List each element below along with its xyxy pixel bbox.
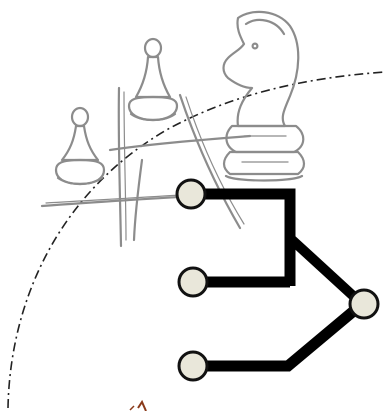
node-bottom	[177, 350, 209, 382]
connector-top-to-spine	[192, 188, 296, 286]
connector-spine-to-right	[286, 234, 366, 308]
connectors	[192, 188, 366, 372]
grid-vertical-line	[123, 91, 127, 241]
grid-diagonal-line	[178, 93, 242, 230]
grid-vertical-line	[132, 158, 144, 242]
accent-mark	[129, 399, 147, 412]
grid-horizontal-line	[108, 134, 252, 152]
dash-dot-arc	[7, 71, 385, 409]
nodes	[175, 178, 380, 382]
sketch-grid	[40, 86, 252, 248]
node-middle	[177, 266, 209, 298]
pawn-icon	[127, 37, 179, 122]
node-right	[348, 288, 380, 320]
pawn-icon	[54, 106, 106, 186]
grid-vertical-line	[117, 86, 123, 248]
connector-bottom-to-right	[194, 299, 366, 372]
knight-icon	[222, 10, 306, 182]
grid-diagonal-line	[185, 96, 245, 225]
node-top	[175, 178, 207, 210]
